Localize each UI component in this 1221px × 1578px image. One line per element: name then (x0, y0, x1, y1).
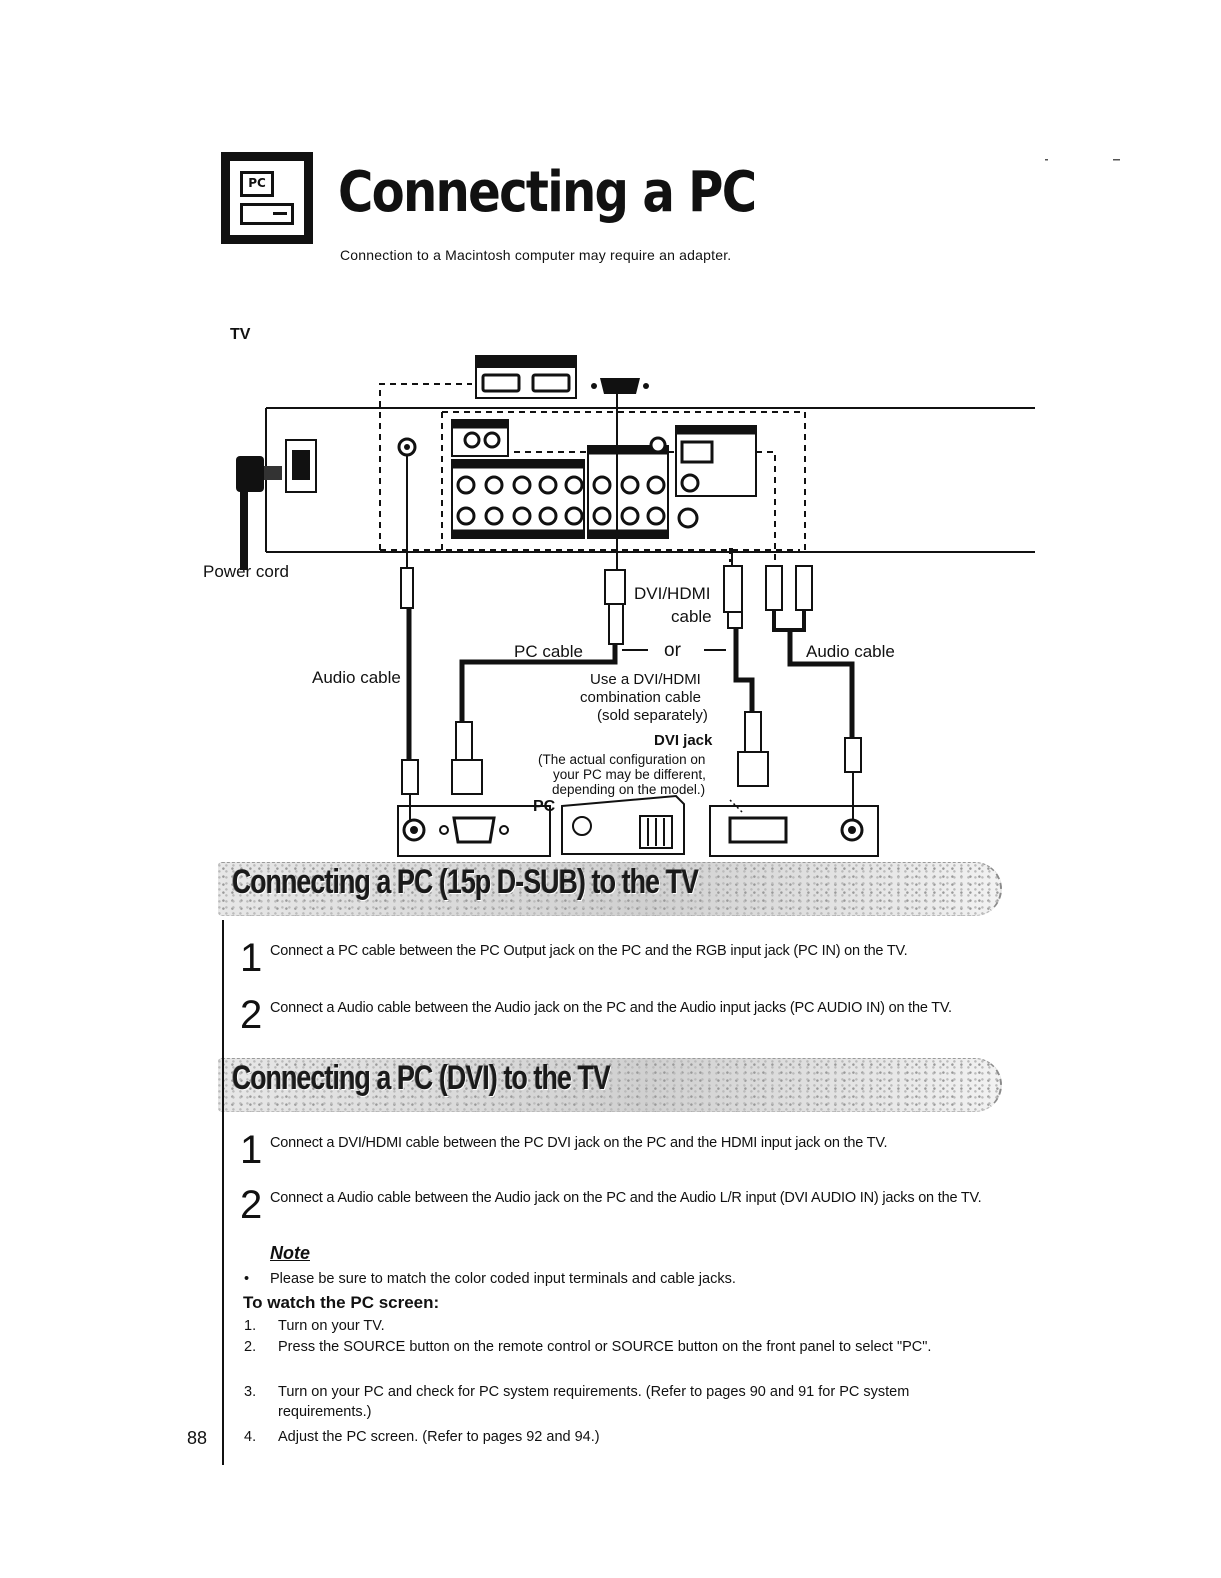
note-bullet: • (244, 1271, 250, 1287)
dvi-hdmi-cable-label-2: cable (671, 607, 712, 626)
combo-cable-note-2: combination cable (580, 689, 701, 706)
pc-badge-label: PC (240, 171, 274, 197)
or-label: or (664, 640, 681, 661)
step-text: Connect a PC cable between the PC Output… (270, 943, 908, 959)
combo-cable-note-3: (sold separately) (597, 707, 708, 724)
pc-cable-label: PC cable (514, 642, 583, 661)
watch-item-number: 2. (244, 1339, 257, 1355)
left-rule (222, 920, 224, 1465)
page-title: Connecting a PC (338, 160, 757, 225)
section-banner-dvi: Connecting a PC (DVI) to the TV (218, 1058, 1002, 1112)
corner-mark (1045, 159, 1120, 161)
audio-cable-right-label: Audio cable (806, 642, 895, 661)
note-heading: Note (270, 1243, 310, 1263)
step-number: 1 (240, 936, 263, 980)
step-number: 1 (240, 1128, 263, 1172)
section-banner-dsub: Connecting a PC (15p D-SUB) to the TV (218, 862, 1002, 916)
page-number: 88 (187, 1428, 208, 1448)
pc-section-icon: PC (221, 152, 313, 244)
tv-label: TV (230, 326, 251, 343)
step-number: 2 (240, 993, 263, 1037)
note-text: Please be sure to match the color coded … (270, 1271, 736, 1287)
section-heading-dvi: Connecting a PC (DVI) to the TV (232, 1059, 611, 1097)
hdmi-ports (475, 355, 577, 399)
pc-back-panel (397, 794, 879, 857)
watch-item-text: Press the SOURCE button on the remote co… (278, 1339, 932, 1355)
dvi-jack-label: DVI jack (654, 732, 713, 749)
step-text: Connect a DVI/HDMI cable between the PC … (270, 1135, 888, 1151)
watch-item-text: Adjust the PC screen. (Refer to pages 92… (278, 1429, 600, 1445)
step-number: 2 (240, 1183, 263, 1227)
watch-item-number: 3. (244, 1384, 257, 1400)
step-text: Connect a Audio cable between the Audio … (270, 1000, 952, 1016)
page-subtitle: Connection to a Macintosh computer may r… (340, 247, 732, 263)
combo-cable-note-1: Use a DVI/HDMI (590, 671, 701, 688)
watch-item-text: Turn on your TV. (278, 1318, 385, 1334)
watch-heading: To watch the PC screen: (243, 1293, 440, 1312)
dvi-hdmi-cable-label-1: DVI/HDMI (634, 584, 711, 603)
watch-item-number: 4. (244, 1429, 257, 1445)
av-input-block (451, 419, 757, 539)
watch-item-number: 1. (244, 1318, 257, 1334)
power-socket (236, 439, 317, 570)
pc-in-port (591, 378, 649, 394)
step-text: Connect a Audio cable between the Audio … (270, 1190, 982, 1206)
audio-cable-left-label: Audio cable (312, 668, 401, 687)
power-cord-label: Power cord (203, 562, 289, 581)
config-note-1: (The actual configuration on (538, 752, 706, 767)
watch-item-text: Turn on your PC and check for PC system … (278, 1384, 910, 1420)
section-heading-dsub: Connecting a PC (15p D-SUB) to the TV (232, 863, 699, 901)
pc-label: PC (533, 798, 556, 815)
config-note-2: your PC may be different, (553, 767, 706, 782)
connection-diagram (236, 355, 1035, 857)
config-note-3: depending on the model.) (552, 782, 706, 797)
pc-audio-in-port (397, 437, 417, 457)
